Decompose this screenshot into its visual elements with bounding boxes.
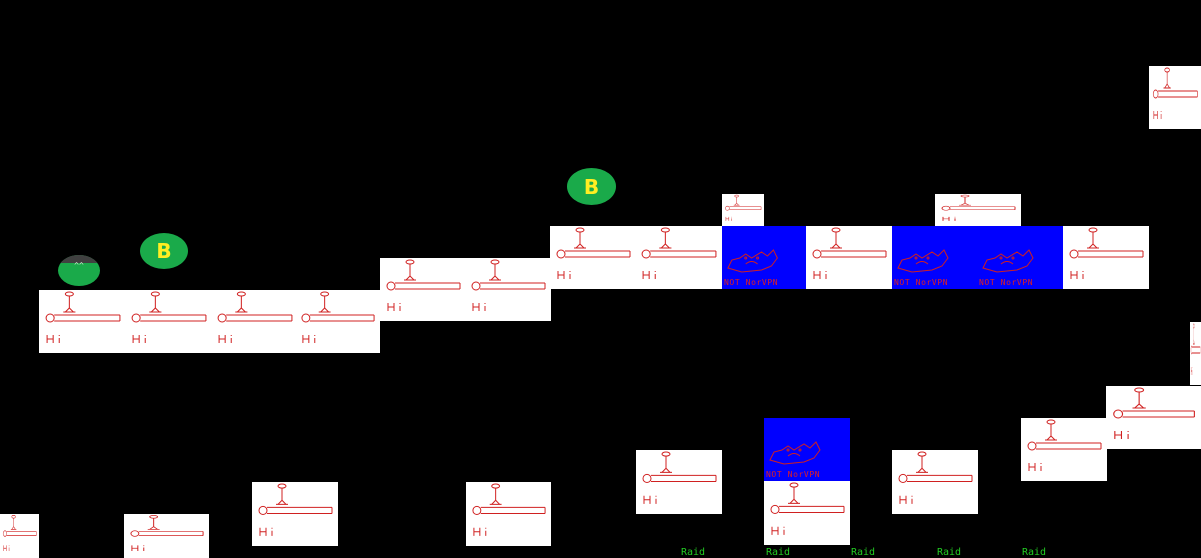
platform-tile [295, 290, 380, 353]
raid-label: Raid [681, 547, 706, 558]
small-tile [935, 194, 1021, 226]
tile-sketch [386, 259, 461, 311]
small-tile [722, 194, 764, 226]
tile-sketch [556, 227, 631, 279]
platform-tile [125, 290, 212, 353]
tile-sketch [641, 227, 717, 279]
tile-sketch [1113, 387, 1195, 439]
coin-letter: B [583, 174, 600, 199]
enemy-tile: NOT NorVPN [892, 226, 978, 289]
platform-tile [465, 258, 551, 321]
raid-label: Raid [1022, 547, 1047, 558]
platform-tile [806, 226, 892, 289]
tile-sketch [45, 291, 121, 343]
coin-letter: B [156, 239, 172, 263]
enemy-caption: NOT NorVPN [766, 470, 821, 479]
frown-face-icon [769, 441, 821, 465]
platform-tile [550, 226, 636, 289]
raid-label: Raid [937, 547, 962, 558]
tile-sketch [898, 451, 973, 504]
platform-tile [0, 514, 39, 558]
platform-tile [635, 226, 722, 289]
tile-sketch [770, 482, 845, 535]
platform-tile [211, 290, 298, 353]
enemy-caption: NOT NorVPN [724, 278, 779, 287]
tile-sketch [301, 291, 375, 343]
enemy-tile: NOT NorVPN [977, 226, 1063, 289]
enemy-caption: NOT NorVPN [894, 278, 949, 287]
tile-sketch [1190, 323, 1201, 375]
tile-sketch [131, 291, 207, 343]
platform-tile [636, 450, 722, 514]
frown-face-icon [982, 249, 1034, 273]
tile-sketch [471, 259, 546, 311]
platform-tile [764, 481, 850, 545]
raid-label: Raid [851, 547, 876, 558]
platform-tile [1106, 386, 1201, 449]
platform-tile [1190, 322, 1201, 385]
player-face: ^^ [74, 261, 84, 270]
enemy-tile: NOT NorVPN [764, 418, 850, 481]
platform-tile [892, 450, 978, 514]
tile-sketch [472, 483, 546, 536]
player-character: ^^ [58, 255, 100, 286]
frown-face-icon [897, 249, 949, 273]
platform-tile [466, 482, 551, 546]
raid-label: Raid [766, 547, 791, 558]
tile-sketch [2, 515, 37, 552]
player-hat [58, 255, 100, 263]
tile-sketch [1069, 227, 1144, 279]
tile-sketch [642, 451, 717, 504]
tile-sketch [1027, 419, 1102, 471]
platform-tile [380, 258, 466, 321]
frown-face-icon [727, 249, 778, 273]
tile-sketch [941, 194, 1016, 221]
enemy-tile: NOT NorVPN [722, 226, 807, 289]
tile-sketch [1152, 67, 1198, 119]
tile-sketch [725, 194, 762, 221]
coin: B [567, 168, 616, 205]
tile-sketch [812, 227, 887, 279]
platform-tile [252, 482, 338, 546]
tile-sketch [217, 291, 293, 343]
platform-tile [124, 514, 209, 558]
tile-sketch [258, 483, 333, 536]
platform-tile [1021, 418, 1107, 481]
tile-sketch [130, 515, 204, 552]
platform-tile [1149, 66, 1201, 129]
coin: B [140, 233, 188, 269]
platform-tile [1063, 226, 1149, 289]
enemy-caption: NOT NorVPN [979, 278, 1034, 287]
platform-tile [39, 290, 126, 353]
